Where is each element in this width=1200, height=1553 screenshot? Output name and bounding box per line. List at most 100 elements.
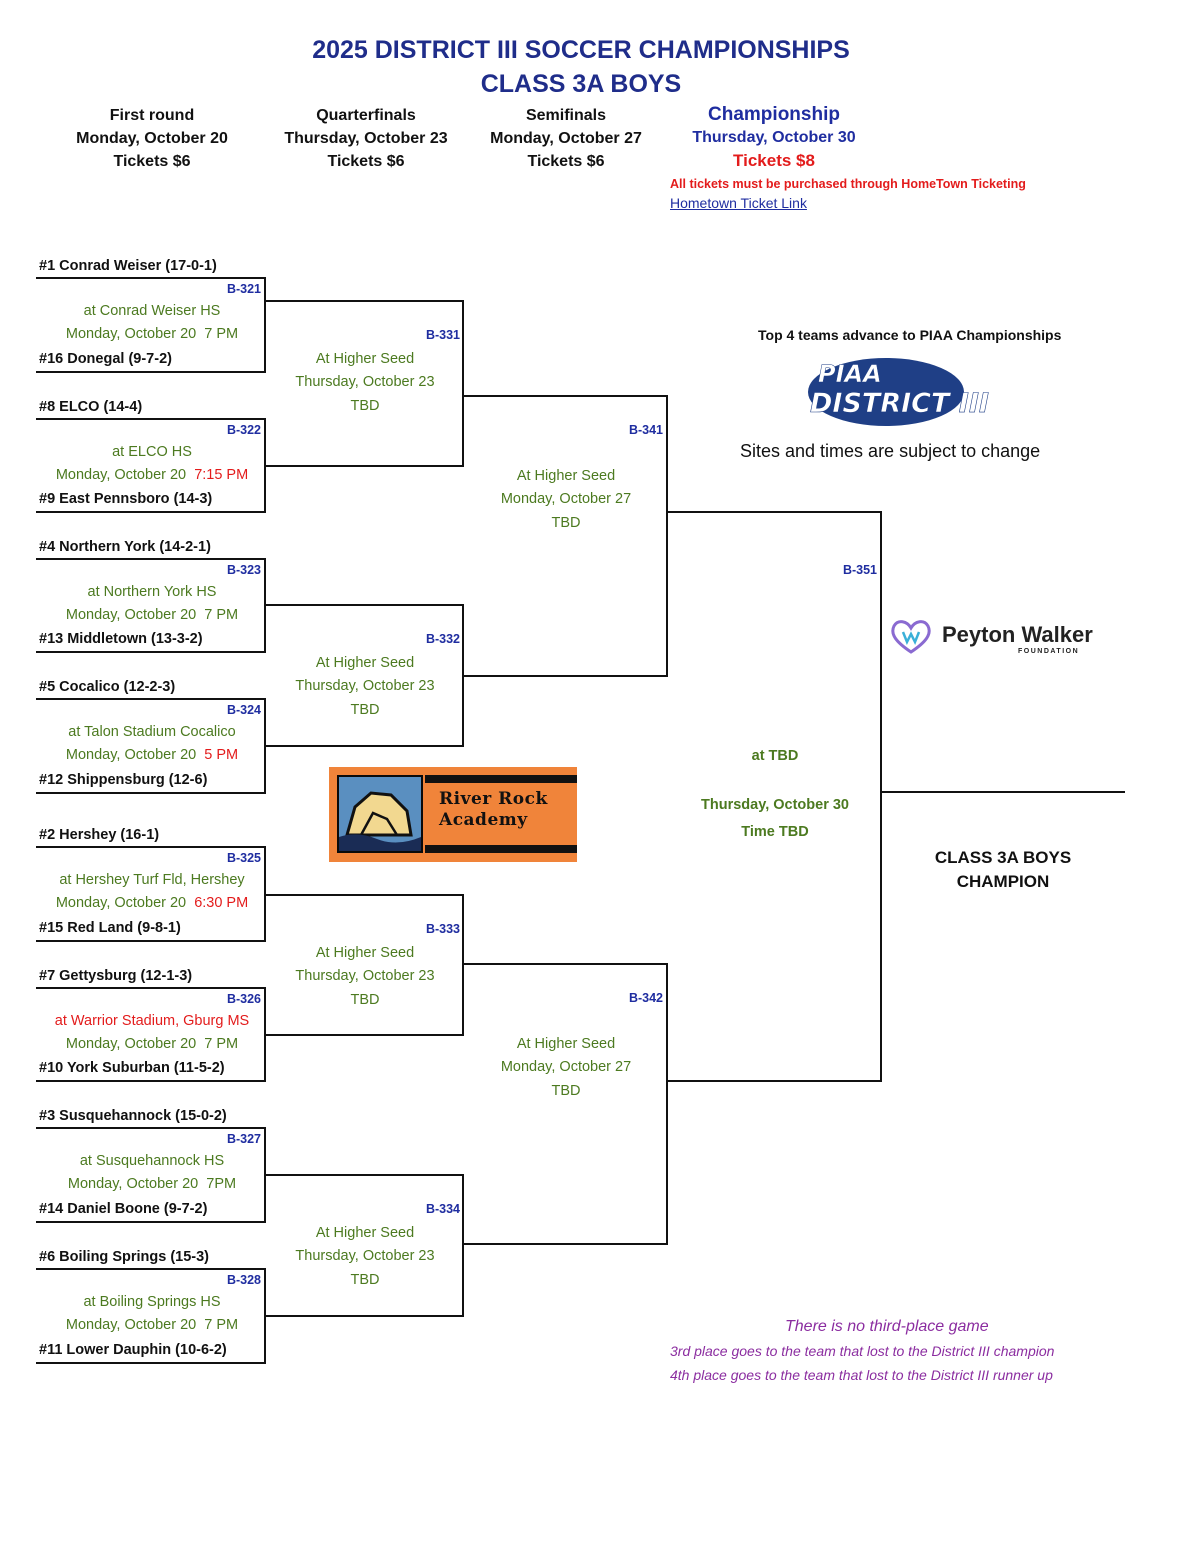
game-datetime: Monday, October 20 7:15 PM <box>40 467 264 483</box>
round-header-quarterfinals: Quarterfinals Thursday, October 23 Ticke… <box>246 104 486 173</box>
game-date: Monday, October 20 <box>65 326 197 342</box>
game-id: B-334 <box>425 1202 460 1216</box>
page-subtitle: CLASS 3A BOYS <box>480 70 682 98</box>
game-site: At Higher Seed <box>516 1036 616 1052</box>
team-top: #3 Susquehannock (15-0-2) <box>39 1108 227 1124</box>
rock-icon <box>339 777 421 851</box>
bracket-line <box>265 1174 463 1176</box>
bracket-line <box>463 675 667 677</box>
game-datetime: Monday, October 20 7 PM <box>40 1317 264 1333</box>
team-bottom: #11 Lower Dauphin (10-6-2) <box>39 1342 227 1358</box>
bracket-line <box>36 511 265 513</box>
game-time: 7 PM <box>204 1036 239 1052</box>
game-id: B-327 <box>226 1132 261 1146</box>
third-place-line3: 4th place goes to the team that lost to … <box>670 1367 1053 1383</box>
team-bottom: #12 Shippensburg (12-6) <box>39 772 208 788</box>
round-date: Thursday, October 30 <box>692 129 856 146</box>
game-site: At Higher Seed <box>315 655 415 671</box>
team-top: #8 ELCO (14-4) <box>39 399 143 415</box>
game-id: B-324 <box>226 703 261 717</box>
round-name: Championship <box>708 104 840 125</box>
round-date: Monday, October 27 <box>490 130 642 147</box>
game-date: Thursday, October 30 <box>701 797 849 813</box>
game-time: 5 PM <box>204 747 239 763</box>
team-bottom: #16 Donegal (9-7-2) <box>39 351 172 367</box>
game-time: TBD <box>551 1083 581 1099</box>
bracket-line <box>265 604 463 606</box>
round-tickets: Tickets $6 <box>113 153 191 170</box>
champion-label-line1: CLASS 3A BOYS <box>934 848 1072 867</box>
third-place-line1: There is no third-place game <box>785 1318 989 1335</box>
game-site: At Higher Seed <box>315 351 415 367</box>
bracket-line <box>265 745 463 747</box>
piaa-note: Top 4 teams advance to PIAA Championship… <box>758 327 1062 343</box>
bracket-line <box>462 1174 464 1317</box>
game-datetime: Monday, October 20 7PM <box>40 1176 264 1192</box>
bracket-line <box>667 511 881 513</box>
rra-line1: River Rock <box>439 789 548 809</box>
game-datetime: Monday, October 20 7 PM <box>40 607 264 623</box>
game-id: B-322 <box>226 423 261 437</box>
game-date: Thursday, October 23 <box>295 678 435 694</box>
game-date: Thursday, October 23 <box>295 968 435 984</box>
champion-line <box>880 791 1125 793</box>
bracket-line <box>462 894 464 1036</box>
game-site: At Higher Seed <box>315 945 415 961</box>
round-name: First round <box>109 107 195 124</box>
game-id: B-341 <box>628 423 663 437</box>
game-id: B-325 <box>226 851 261 865</box>
game-site: at Hershey Turf Fld, Hershey <box>59 872 245 888</box>
bracket-line <box>36 940 265 942</box>
bracket-line <box>265 894 463 896</box>
game-site: At Higher Seed <box>516 468 616 484</box>
round-header-championship: Championship Thursday, October 30 Ticket… <box>654 103 894 172</box>
game-date: Monday, October 20 <box>55 895 187 911</box>
round-tickets: Tickets $8 <box>733 151 815 170</box>
bracket-line <box>36 651 265 653</box>
game-time: 6:30 PM <box>194 895 249 911</box>
game-date: Monday, October 20 <box>55 467 187 483</box>
team-top: #1 Conrad Weiser (17-0-1) <box>39 258 217 274</box>
river-rock-academy-logo: River Rock Academy <box>329 767 577 862</box>
team-top: #5 Cocalico (12-2-3) <box>39 679 176 695</box>
bracket-line <box>667 1080 881 1082</box>
peyton-walker-sub: FOUNDATION <box>1018 648 1080 655</box>
round-tickets: Tickets $6 <box>527 153 605 170</box>
bracket-line <box>36 846 265 848</box>
game-site: at ELCO HS <box>112 444 192 460</box>
piaa-district-logo: PIAA DISTRICT III <box>806 356 989 426</box>
game-time: 7 PM <box>204 326 239 342</box>
game-site: at Northern York HS <box>87 584 217 600</box>
game-time: TBD <box>551 515 581 531</box>
piaa-logo-line2: DISTRICT III <box>810 388 989 419</box>
game-id: B-326 <box>226 992 261 1006</box>
game-datetime: Monday, October 20 7 PM <box>40 1036 264 1052</box>
game-site: at Conrad Weiser HS <box>83 303 221 319</box>
piaa-logo-line1: PIAA <box>818 360 882 388</box>
round-header-semifinals: Semifinals Monday, October 27 Tickets $6 <box>446 104 686 173</box>
game-time: 7:15 PM <box>194 467 249 483</box>
bracket-line <box>36 558 265 560</box>
game-site: at Talon Stadium Cocalico <box>68 724 236 740</box>
peyton-walker-logo: Peyton Walker FOUNDATION <box>888 616 1098 660</box>
bracket-line <box>36 1268 265 1270</box>
bracket-line <box>36 277 265 279</box>
bracket-line <box>463 963 667 965</box>
game-time: TBD <box>350 1272 380 1288</box>
bracket-line <box>36 987 265 989</box>
bracket-line <box>36 1362 265 1364</box>
round-header-first: First round Monday, October 20 Tickets $… <box>32 104 272 173</box>
team-top: #2 Hershey (16-1) <box>39 827 160 843</box>
ticket-link[interactable]: Hometown Ticket Link <box>670 195 807 211</box>
game-id: B-342 <box>628 991 663 1005</box>
team-bottom: #9 East Pennsboro (14-3) <box>39 491 213 507</box>
bracket-line <box>265 300 463 302</box>
game-date: Monday, October 20 <box>65 1317 197 1333</box>
game-id: B-321 <box>226 282 261 296</box>
game-id: B-328 <box>226 1273 261 1287</box>
bracket-line <box>36 1221 265 1223</box>
game-id: B-332 <box>425 632 460 646</box>
game-date: Monday, October 20 <box>65 1036 197 1052</box>
game-site: at TBD <box>751 748 799 764</box>
peyton-walker-name: Peyton Walker <box>942 622 1093 647</box>
